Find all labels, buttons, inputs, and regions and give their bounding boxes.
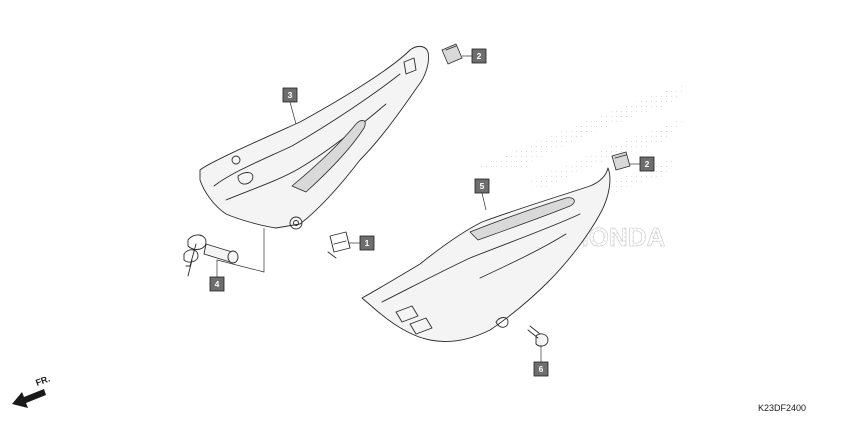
key-lock-set [183,234,239,277]
callout-2-upper: 2 [471,48,487,64]
mounting-bolt [527,325,549,347]
front-direction-label: FR. [34,374,51,388]
callout-1: 1 [359,235,375,251]
callout-2-lower-label: 2 [645,159,650,169]
retaining-clip [327,231,351,259]
diagram-code: K23DF2400 [758,403,806,413]
grommet-lower [611,151,631,171]
front-direction-indicator: FR. [12,374,51,408]
grommet-upper [441,43,463,65]
callout-5-label: 5 [480,181,485,191]
callout-2-lower: 2 [639,156,655,172]
callout-1-label: 1 [365,238,370,248]
right-side-cover [361,167,611,342]
callout-2-upper-label: 2 [477,51,482,61]
callout-5: 5 [474,178,490,194]
callout-6-label: 6 [539,364,544,374]
front-arrow-icon [12,389,46,408]
callout-6: 6 [533,361,549,377]
callout-3-label: 3 [288,90,293,100]
callout-3: 3 [282,87,298,103]
callout-4: 4 [209,276,225,292]
callout-4-label: 4 [215,279,220,289]
leader-lines [216,55,640,362]
left-side-cover [199,45,429,230]
